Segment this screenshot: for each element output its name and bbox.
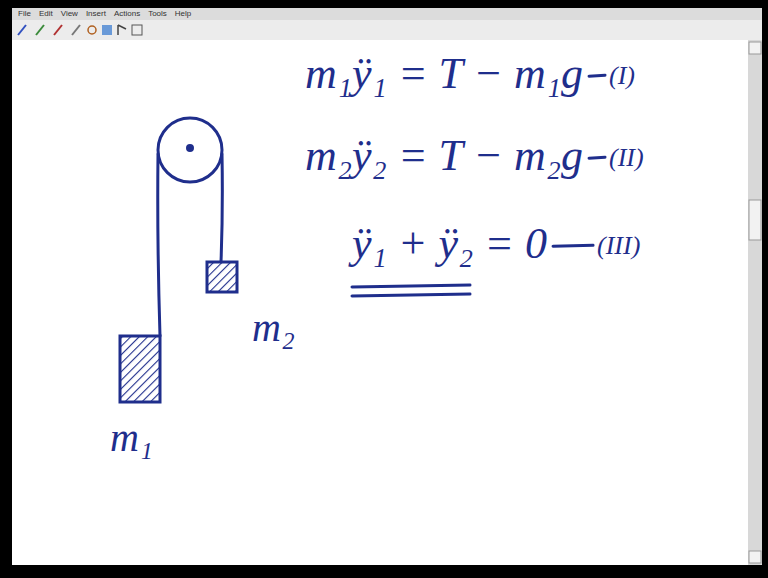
menu-item: View [61,9,78,18]
equation-dash [589,75,605,76]
equation-text: ÿ₁ + ÿ₂ = 0 [352,219,547,268]
menu-item: File [18,9,31,18]
menu-item: Actions [114,9,140,18]
mass-label-text: m₂ [252,305,295,350]
equation: ÿ₁ + ÿ₂ = 0 [352,222,547,266]
equation-number: (III) [597,233,640,259]
scroll-thumb [749,200,761,240]
canvas [12,40,748,565]
mass-label: m₂ [252,308,295,348]
equation-dash [553,245,593,246]
rope [221,154,222,262]
menu-item: Tools [148,9,167,18]
equation-dash [589,157,605,158]
scroll-arrow [749,42,761,54]
menu-item-text: Insert [86,9,106,18]
tool-bar [12,20,762,40]
equation-text: m₂ÿ₂ = T − m₂g [305,131,583,180]
equation: m₁ÿ₁ = T − m₁g [305,52,583,96]
double-underline [352,285,470,287]
menu-item-text: Edit [39,9,53,18]
menu-bar [12,8,762,20]
menu-item: Insert [86,9,106,18]
double-underline [352,294,470,296]
pulley-wheel [158,118,222,182]
menu-item: Help [175,9,191,18]
menu-item: Edit [39,9,53,18]
equation-number-text: (III) [597,231,640,260]
pulley-axle [188,146,193,151]
equation-number: (II) [609,145,644,171]
mass-label: m₁ [110,418,153,458]
equation-number-text: (I) [609,61,635,90]
rope [158,154,160,336]
menu-item-text: View [61,9,78,18]
mass-label-text: m₁ [110,415,153,460]
toolbar-icons [18,25,142,35]
menu-item-text: Help [175,9,191,18]
equation-text: m₁ÿ₁ = T − m₁g [305,49,583,98]
mass-block [207,262,237,292]
scrollbar [748,40,762,565]
equation: m₂ÿ₂ = T − m₂g [305,134,583,178]
equation-number-text: (II) [609,143,644,172]
menu-item-text: Tools [148,9,167,18]
mass-block [120,336,160,402]
menu-item-text: File [18,9,31,18]
equation-number: (I) [609,63,635,89]
menu-item-text: Actions [114,9,140,18]
scroll-arrow [749,551,761,563]
